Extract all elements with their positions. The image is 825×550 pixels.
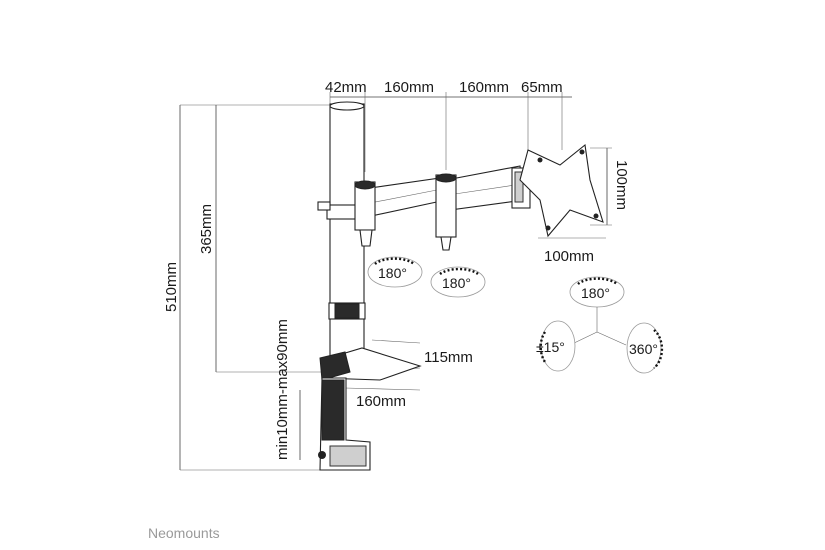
label-arm-height: 365mm (198, 204, 215, 254)
pole-cap (329, 101, 365, 111)
brand-logo: Neomounts (148, 525, 220, 541)
label-vesa-width: 100mm (544, 248, 594, 265)
mount-illustration (317, 101, 604, 471)
vesa-plate (519, 143, 604, 238)
label-head-swivel-rotation: 180° (581, 285, 610, 301)
label-rotate-range: 360° (629, 341, 658, 357)
label-pole-diameter: 42mm (325, 79, 367, 96)
label-vesa-height: 100mm (613, 160, 630, 210)
label-clamp-range: min10mm-max90mm (274, 319, 291, 460)
label-base-width: 160mm (356, 393, 406, 410)
label-base-depth: 115mm (424, 349, 473, 366)
label-tilt-range: ±15° (536, 339, 565, 355)
label-joint-1-rotation: 180° (378, 265, 407, 281)
label-total-height: 510mm (163, 262, 180, 312)
label-arm-segment-2: 160mm (459, 79, 509, 96)
joint-2 (435, 174, 457, 238)
label-head-depth: 65mm (521, 79, 563, 96)
rotation-indicators (367, 256, 664, 374)
label-joint-2-rotation: 180° (442, 275, 471, 291)
label-arm-segment-1: 160mm (384, 79, 434, 96)
